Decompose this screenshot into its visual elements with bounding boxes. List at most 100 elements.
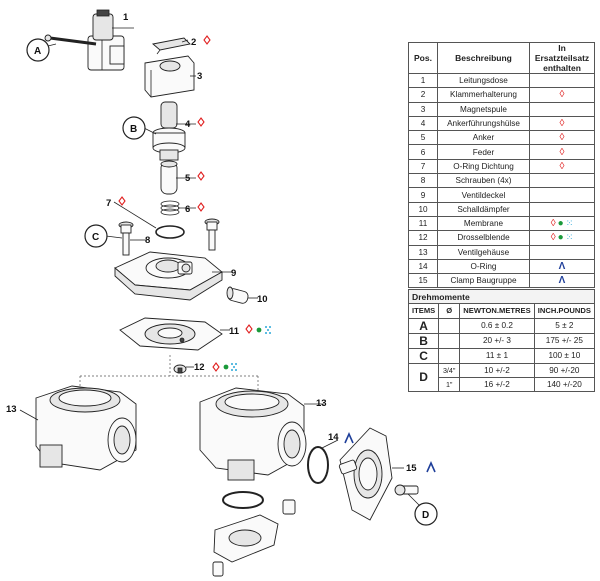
parts-description: Klammerhalterung xyxy=(437,87,530,103)
torque-diameter xyxy=(438,347,461,364)
label-5: 5 xyxy=(185,173,191,184)
parts-kit-markers: Λ xyxy=(529,258,595,275)
torque-diameter: 3/4" xyxy=(438,362,461,378)
parts-pos: 14 xyxy=(408,258,438,275)
wedge-icon xyxy=(426,461,436,473)
dot-icon xyxy=(256,327,262,333)
cross-icon: ⁙ xyxy=(565,232,574,243)
parts-description: Drosselblende xyxy=(437,230,530,246)
parts-pos: 5 xyxy=(408,130,438,146)
part-6-spring xyxy=(160,200,180,216)
part-12-orifice xyxy=(173,364,187,374)
torque-row: B 20 +/- 3 175 +/- 25 xyxy=(407,332,596,349)
parts-description: Ventilgehäuse xyxy=(437,244,530,260)
parts-kit-markers xyxy=(529,173,595,189)
torque-table-header: ITEMS Ø NEWTON.METRES INCH.POUNDS xyxy=(407,303,596,319)
parts-description: Feder xyxy=(437,144,530,160)
torque-row: A 0.6 ± 0.2 5 ± 2 xyxy=(407,317,596,334)
col-description: Beschreibung xyxy=(437,42,530,74)
svg-text:C: C xyxy=(92,232,99,243)
col-items: ITEMS xyxy=(407,303,440,319)
label-1: 1 xyxy=(123,12,129,23)
torque-inlb: 140 +/-20 xyxy=(533,376,596,393)
label-12: 12 xyxy=(194,362,205,373)
label-6: 6 xyxy=(185,204,190,215)
torque-item: D xyxy=(407,362,440,393)
label-9: 9 xyxy=(231,268,236,279)
parts-pos: 3 xyxy=(408,101,438,117)
col-diameter: Ø xyxy=(438,303,461,319)
torque-diameter xyxy=(438,332,461,349)
parts-table-header: Pos. Beschreibung In Ersatzteilsatz enth… xyxy=(408,42,595,74)
label-3: 3 xyxy=(197,71,202,82)
torque-nm: 16 +/-2 xyxy=(459,376,535,393)
parts-description: O-Ring Dichtung xyxy=(437,158,530,175)
diamond-icon xyxy=(197,117,205,127)
parts-description: Anker xyxy=(437,130,530,146)
diamond-icon xyxy=(197,202,205,212)
parts-pos: 4 xyxy=(408,115,438,132)
callout-d: D xyxy=(414,502,438,526)
part-15-clamp xyxy=(338,427,419,521)
parts-kit-markers xyxy=(529,72,595,89)
dot-icon xyxy=(223,364,229,370)
diamond-icon: ◊ xyxy=(559,160,565,172)
col-newton-metres: NEWTON.METRES xyxy=(459,303,535,319)
parts-description: Leitungsdose xyxy=(437,72,530,89)
label-7: 7 xyxy=(106,198,111,209)
parts-description: Schrauben (4x) xyxy=(437,173,530,189)
parts-kit-markers: ◊●⁙ xyxy=(529,230,595,246)
parts-kit-markers xyxy=(529,187,595,203)
part-13-valve-body-left xyxy=(35,385,137,471)
diamond-icon: ◊ xyxy=(559,146,565,158)
col-inch-pounds: INCH.POUNDS xyxy=(533,303,596,319)
label-11: 11 xyxy=(229,326,240,337)
cross-icon xyxy=(265,326,271,334)
parts-kit-markers: ◊ xyxy=(529,115,595,132)
diamond-icon xyxy=(245,324,253,334)
svg-text:B: B xyxy=(130,124,137,135)
label-15: 15 xyxy=(406,463,417,474)
diamond-icon: ◊ xyxy=(559,118,565,130)
diamond-icon: ◊ xyxy=(550,232,556,244)
parts-kit-markers: ◊ xyxy=(529,87,595,103)
torque-nm: 10 +/-2 xyxy=(459,362,535,378)
part-1-cable-connector xyxy=(87,9,125,71)
bottom-clamp-assembly xyxy=(212,499,296,577)
part-10-silencer xyxy=(226,286,249,304)
cross-icon: ⁙ xyxy=(565,218,574,229)
parts-description: Ankerführungshülse xyxy=(437,115,530,132)
diamond-icon xyxy=(118,196,126,206)
part-9-valve-cover xyxy=(114,251,223,301)
callout-c: C xyxy=(84,224,108,248)
wedge-icon xyxy=(344,432,354,444)
parts-pos: 7 xyxy=(408,158,438,175)
parts-pos: 8 xyxy=(408,173,438,189)
label-8: 8 xyxy=(145,235,150,246)
diamond-icon xyxy=(203,35,211,45)
label-10: 10 xyxy=(257,294,268,305)
torque-item: A xyxy=(407,317,440,334)
parts-pos: 10 xyxy=(408,201,438,217)
parts-kit-markers: ◊ xyxy=(529,130,595,146)
torque-inlb: 100 ± 10 xyxy=(533,347,596,364)
parts-description: Clamp Baugruppe xyxy=(437,273,530,289)
parts-description: Schalldämpfer xyxy=(437,201,530,217)
parts-description: Ventildeckel xyxy=(437,187,530,203)
torque-item: B xyxy=(407,332,440,349)
part-number-labels: 1 2 3 4 5 6 7 8 9 10 11 12 13 13 14 15 xyxy=(6,12,417,474)
diamond-icon: ◊ xyxy=(550,218,556,230)
torque-diameter: 1" xyxy=(438,376,461,393)
torque-nm: 11 ± 1 xyxy=(459,347,535,364)
